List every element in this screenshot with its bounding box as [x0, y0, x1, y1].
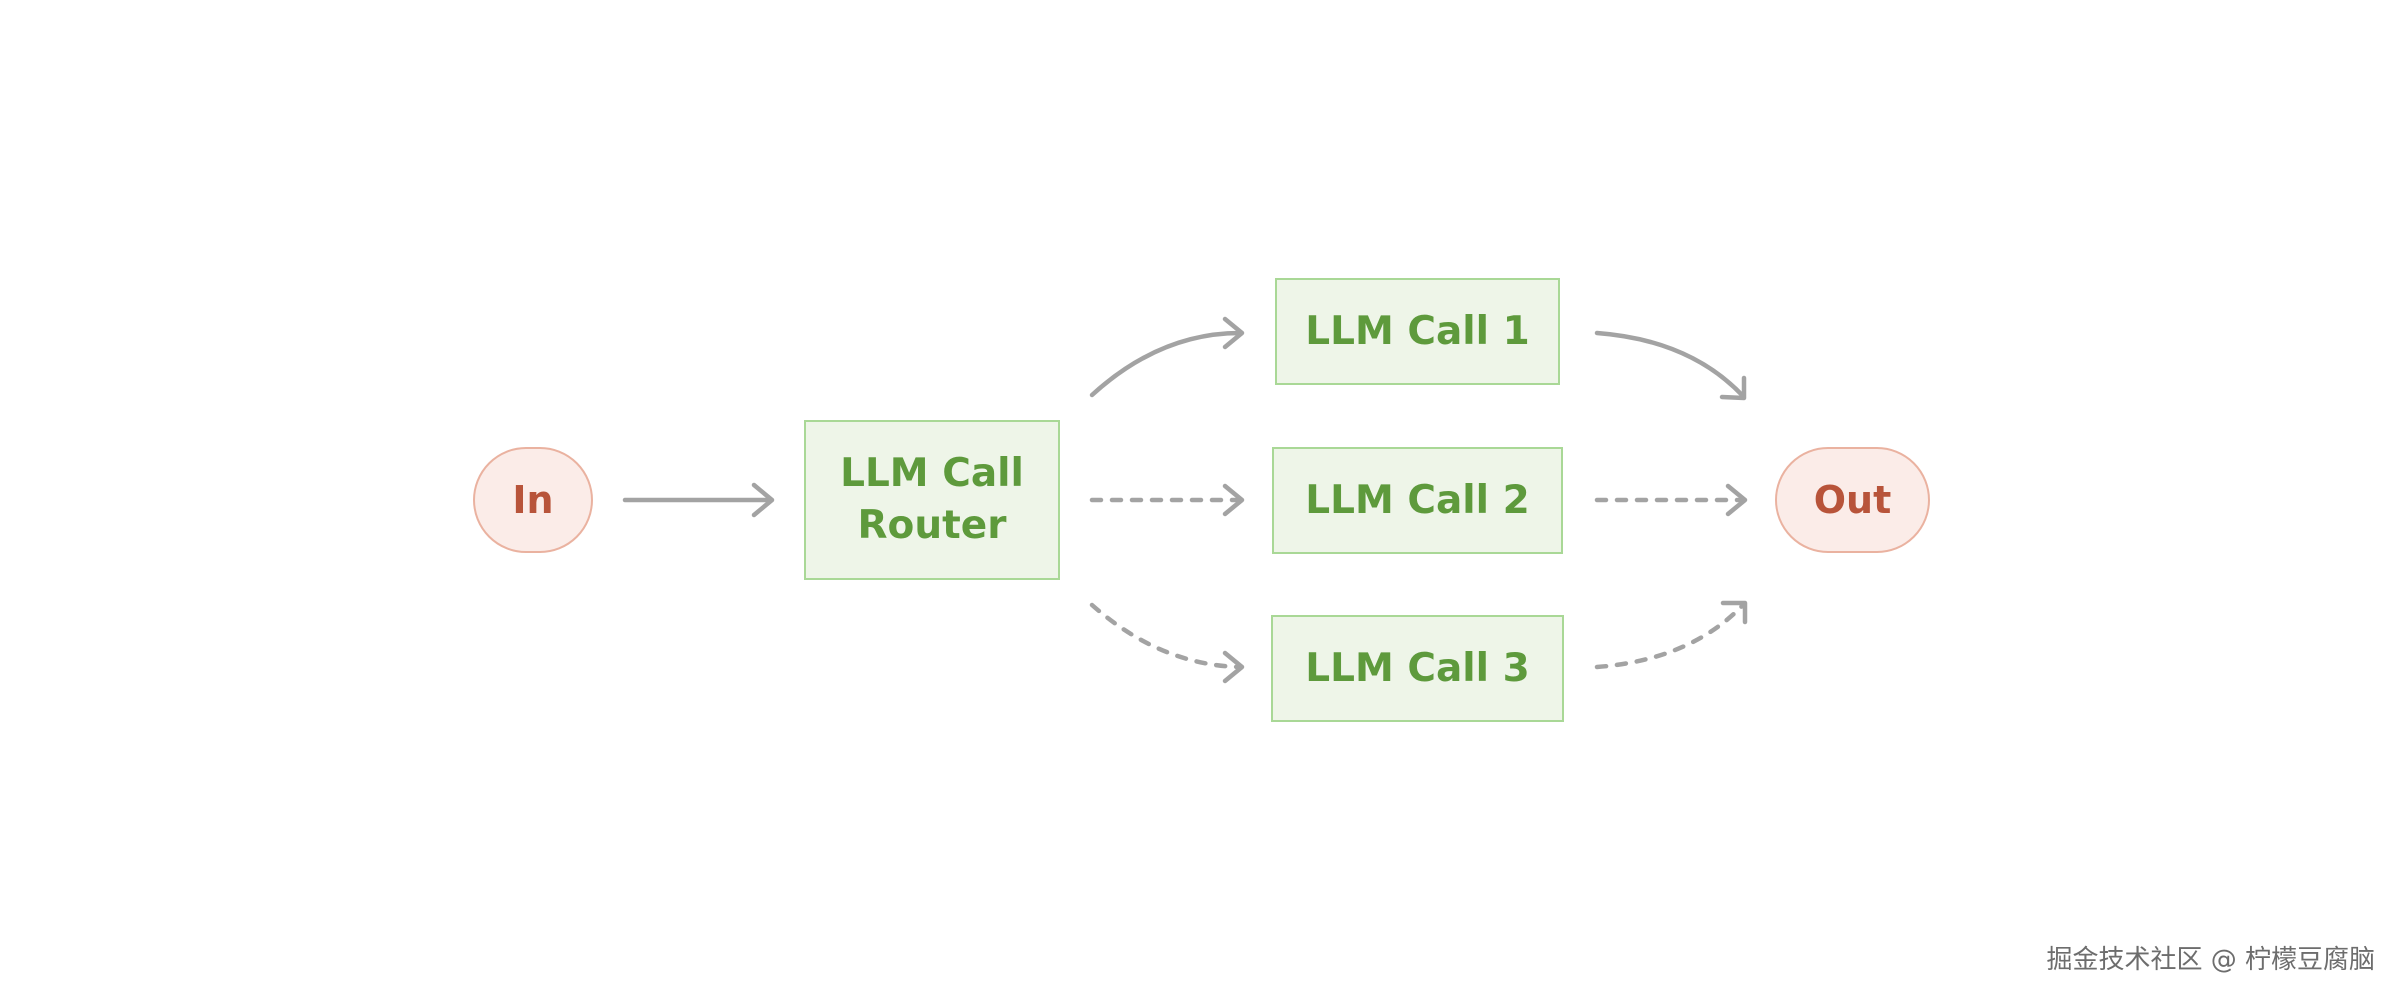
llm-call-3-label: LLM Call 3 — [1305, 645, 1530, 691]
edge-call3-to-out — [1594, 600, 1748, 670]
llm-call-3-node: LLM Call 3 — [1271, 615, 1564, 722]
edge-call2-to-out — [1594, 483, 1748, 517]
edge-router-to-call1 — [1089, 316, 1245, 398]
edge-call1-to-out — [1594, 330, 1747, 401]
llm-call-1-node: LLM Call 1 — [1275, 278, 1560, 385]
output-node: Out — [1775, 447, 1930, 553]
router-node-label-line1: LLM Call — [840, 451, 1024, 496]
llm-call-2-node: LLM Call 2 — [1272, 447, 1563, 554]
input-node: In — [473, 447, 593, 553]
llm-call-1-label: LLM Call 1 — [1305, 308, 1530, 354]
watermark: 掘金技术社区 @ 柠檬豆腐脑 — [2046, 945, 2375, 975]
output-node-label: Out — [1813, 478, 1892, 522]
edge-in-to-router — [622, 482, 775, 518]
edge-router-to-call2 — [1089, 483, 1245, 517]
llm-call-2-label: LLM Call 2 — [1305, 477, 1530, 523]
router-node: LLM Call Router — [804, 420, 1060, 580]
input-node-label: In — [512, 478, 554, 522]
router-node-label-line2: Router — [857, 503, 1007, 548]
edge-router-to-call3 — [1089, 602, 1245, 684]
